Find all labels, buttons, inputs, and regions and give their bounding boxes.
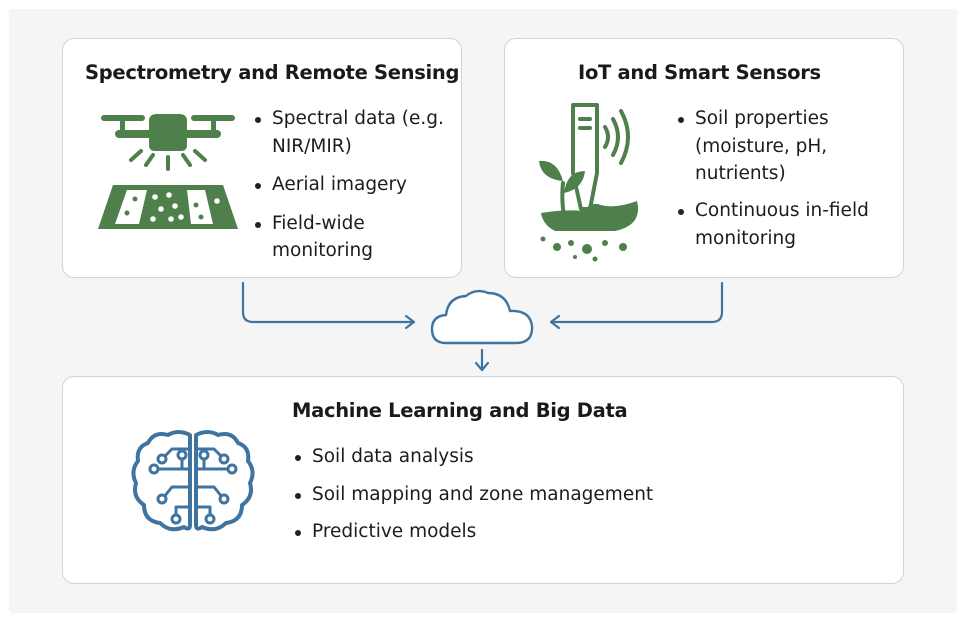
iot-card: IoT and Smart Sensors Soil properties (m… bbox=[504, 38, 904, 278]
drone-over-field-icon bbox=[98, 114, 238, 229]
bullet-aerial-imagery: Aerial imagery bbox=[254, 171, 454, 199]
ml-title: Machine Learning and Big Data bbox=[292, 399, 628, 422]
circuit-brain-icon bbox=[131, 430, 255, 532]
ml-card: Machine Learning and Big Data S bbox=[62, 376, 904, 584]
bullet-soil-mapping: Soil mapping and zone management bbox=[294, 481, 854, 509]
soil-sensor-icon bbox=[539, 103, 639, 262]
remote-sensing-bullets: Spectral data (e.g. NIR/MIR) Aerial imag… bbox=[254, 105, 454, 276]
bullet-continuous-monitoring: Continuous in-field monitoring bbox=[677, 197, 892, 252]
bullet-predictive-models: Predictive models bbox=[294, 518, 854, 546]
bullet-field-wide-monitoring: Field-wide monitoring bbox=[254, 210, 454, 265]
iot-bullets: Soil properties (moisture, pH, nutrients… bbox=[677, 105, 892, 262]
iot-title: IoT and Smart Sensors bbox=[578, 61, 821, 84]
bullet-spectral-data: Spectral data (e.g. NIR/MIR) bbox=[254, 105, 454, 160]
bullet-soil-data-analysis: Soil data analysis bbox=[294, 443, 854, 471]
ml-bullets: Soil data analysis Soil mapping and zone… bbox=[294, 443, 854, 556]
remote-sensing-title: Spectrometry and Remote Sensing bbox=[85, 61, 460, 84]
bullet-soil-properties: Soil properties (moisture, pH, nutrients… bbox=[677, 105, 892, 188]
remote-sensing-card: Spectrometry and Remote Sensing bbox=[62, 38, 462, 278]
